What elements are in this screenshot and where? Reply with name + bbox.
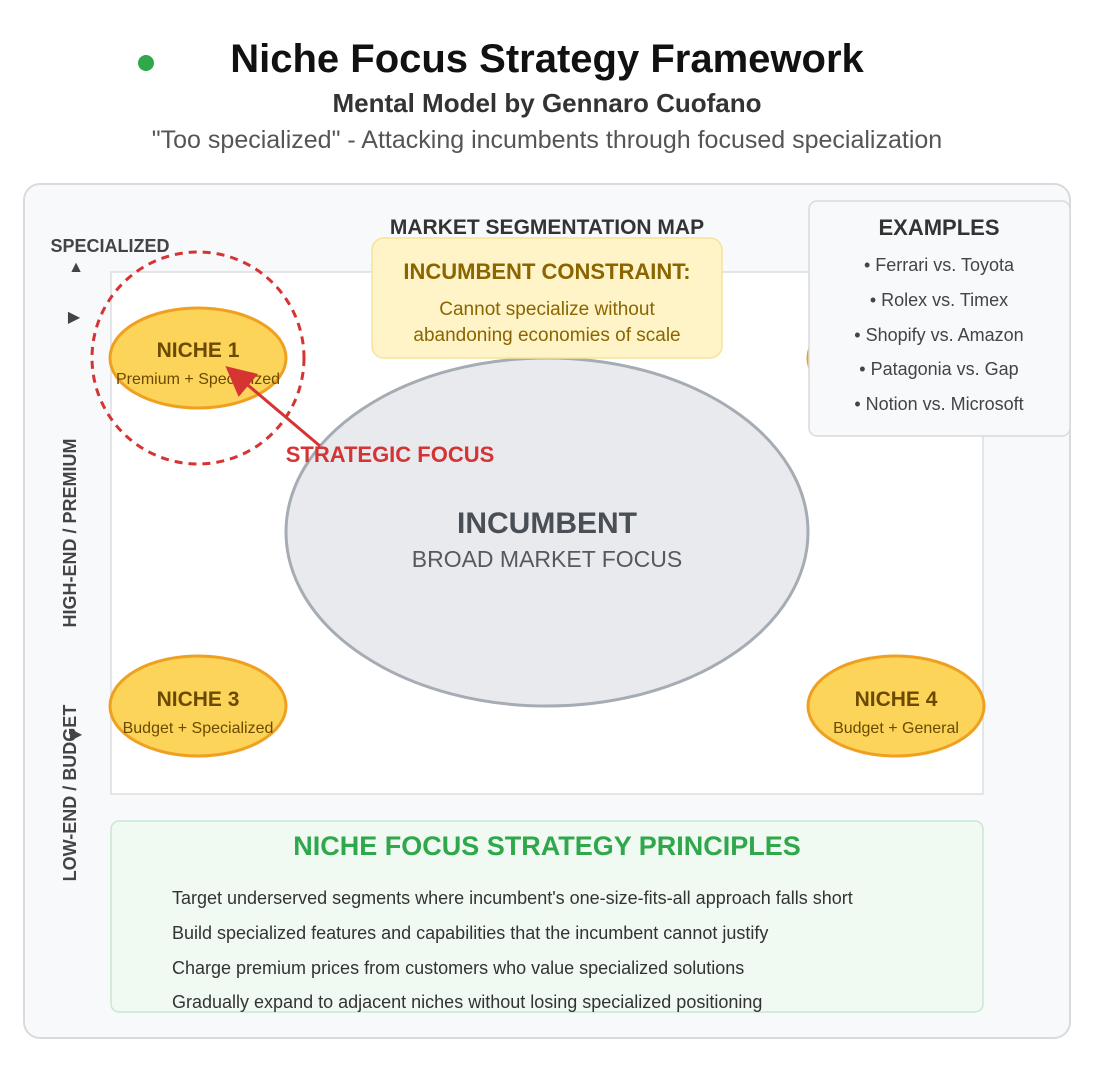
incumbent-constraint-line-2: abandoning economies of scale bbox=[413, 325, 680, 346]
niche-1-description: Premium + Specialized bbox=[116, 371, 280, 388]
page-title: Niche Focus Strategy Framework bbox=[230, 37, 864, 81]
strategic-focus-circle bbox=[90, 250, 306, 466]
niche-4-description: Budget + General bbox=[833, 720, 959, 737]
incumbent-title: INCUMBENT bbox=[457, 507, 637, 540]
incumbent-subtitle: BROAD MARKET FOCUS bbox=[412, 546, 683, 572]
example-item: • Ferrari vs. Toyota bbox=[864, 255, 1015, 275]
incumbent-constraint-line-1: Cannot specialize without bbox=[439, 299, 655, 320]
strategic-focus-label: STRATEGIC FOCUS bbox=[286, 442, 495, 467]
status-dot-icon bbox=[138, 55, 154, 71]
niche-3-title: NICHE 3 bbox=[157, 688, 240, 711]
principle-item: Charge premium prices from customers who… bbox=[172, 958, 744, 978]
example-item: • Notion vs. Microsoft bbox=[854, 394, 1023, 414]
niche-3-ellipse bbox=[108, 654, 288, 758]
examples-title: EXAMPLES bbox=[878, 215, 999, 240]
principles-box bbox=[110, 820, 984, 1013]
axis-right-arrow-icon: ▶ bbox=[70, 726, 83, 743]
niche-4-ellipse bbox=[806, 654, 986, 758]
principle-item: Build specialized features and capabilit… bbox=[172, 923, 768, 943]
example-item: • Rolex vs. Timex bbox=[870, 290, 1008, 310]
niche-4-title: NICHE 4 bbox=[855, 688, 938, 711]
niche-3-description: Budget + Specialized bbox=[123, 720, 274, 737]
examples-box bbox=[808, 200, 1071, 437]
principles-title: NICHE FOCUS STRATEGY PRINCIPLES bbox=[293, 831, 801, 861]
incumbent-constraint-box bbox=[371, 237, 723, 359]
example-item: • Shopify vs. Amazon bbox=[854, 325, 1023, 345]
niche-1-title: NICHE 1 bbox=[157, 339, 240, 362]
segmentation-map-title: MARKET SEGMENTATION MAP bbox=[390, 216, 704, 239]
axis-label-low-end: LOW-END / BUDGET bbox=[60, 705, 80, 882]
axis-label-specialized: SPECIALIZED bbox=[50, 236, 169, 256]
page-tagline: "Too specialized" - Attacking incumbents… bbox=[152, 126, 942, 154]
strategic-focus-arrow bbox=[225, 366, 321, 448]
axis-label-high-end: HIGH-END / PREMIUM bbox=[60, 439, 80, 628]
axis-right-arrow-icon: ▶ bbox=[68, 309, 81, 326]
axis-up-arrow-icon: ▲ bbox=[68, 259, 84, 276]
example-item: • Patagonia vs. Gap bbox=[859, 359, 1018, 379]
principle-item: Target underserved segments where incumb… bbox=[172, 888, 853, 908]
principle-item: Gradually expand to adjacent niches with… bbox=[172, 992, 762, 1012]
page-subtitle: Mental Model by Gennaro Cuofano bbox=[332, 88, 761, 118]
incumbent-constraint-title: INCUMBENT CONSTRAINT: bbox=[403, 259, 690, 284]
